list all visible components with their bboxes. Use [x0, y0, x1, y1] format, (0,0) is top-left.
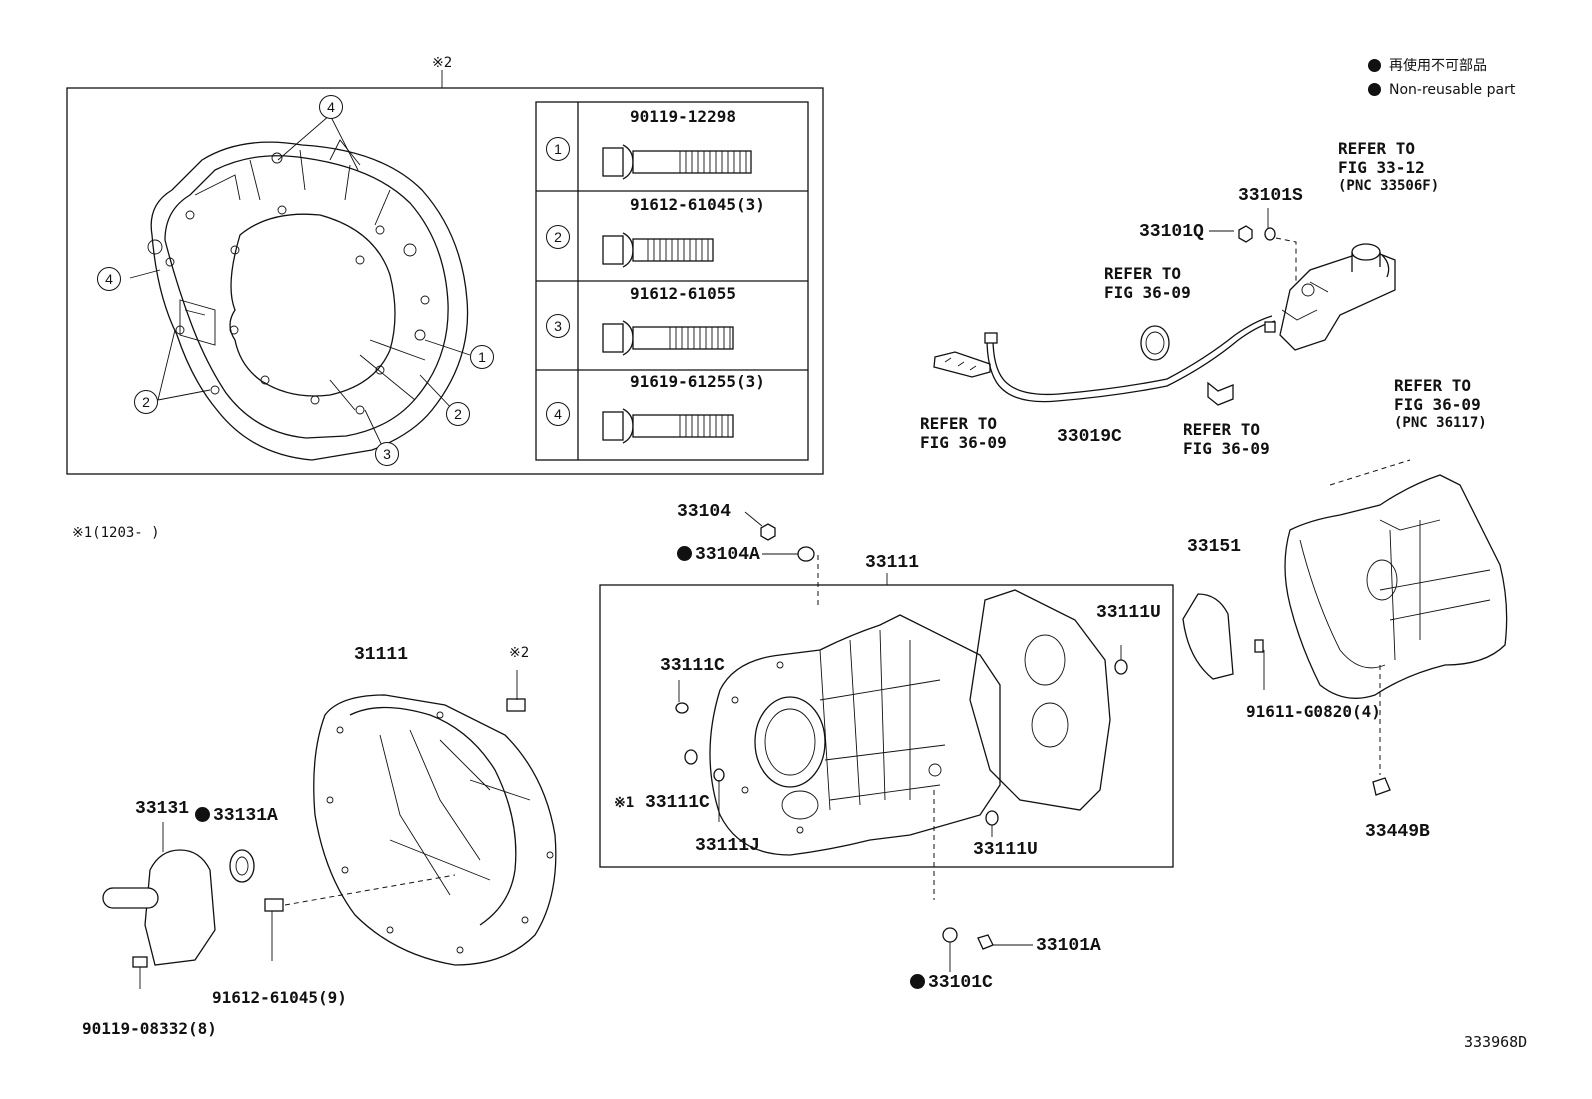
bolt-icon-1	[602, 144, 752, 180]
bolt-index-3: 3	[546, 314, 570, 338]
small-parts-drawing	[1209, 208, 1297, 282]
bearing-retainer-drawing	[102, 822, 255, 989]
part-33104A-text: 33104A	[695, 545, 760, 565]
non-reusable-dot-icon	[195, 807, 210, 822]
part-33101C-text: 33101C	[928, 973, 993, 993]
non-reusable-dot-icon	[910, 974, 925, 989]
part-33151: 33151	[1187, 537, 1242, 557]
part-33101A: 33101A	[1036, 936, 1101, 956]
refer-line: REFER TO	[1394, 376, 1472, 395]
housing-callout: 4	[319, 95, 343, 119]
part-90119-08332: 90119-08332(8)	[82, 1019, 217, 1038]
legend-en: Non-reusable part	[1368, 81, 1515, 99]
non-reusable-dot-icon	[1368, 59, 1381, 72]
figure-id: 333968D	[1464, 1033, 1528, 1051]
refer-line: FIG 36-09	[1104, 283, 1191, 302]
housing-callout: 1	[470, 345, 494, 369]
bolt-index-2: 2	[546, 225, 570, 249]
refer-note-pipe-clamp: REFER TO FIG 36-09	[1104, 264, 1191, 302]
part-33131A-text: 33131A	[213, 806, 278, 826]
bolt-index-1: 1	[546, 137, 570, 161]
part-33131A: 33131A	[195, 806, 278, 826]
clutch-pipe-drawing	[984, 315, 1276, 403]
refer-line: (PNC 36117)	[1394, 415, 1487, 431]
bolt-part-1: 90119-12298	[630, 107, 736, 126]
legend-jp-text: 再使用不可部品	[1389, 58, 1487, 74]
part-33101S: 33101S	[1238, 186, 1303, 206]
non-reusable-dot-icon	[1368, 83, 1381, 96]
refer-line: FIG 36-09	[1183, 439, 1270, 458]
part-33104: 33104	[677, 502, 732, 522]
refer-line: (PNC 33506F)	[1338, 178, 1440, 194]
part-33111C-bottom: ※1 33111C	[614, 793, 710, 813]
part-33101C: 33101C	[910, 973, 993, 993]
refer-note-36117: REFER TO FIG 36-09 (PNC 36117)	[1394, 376, 1487, 433]
bolt-part-3: 91612-61055	[630, 284, 736, 303]
part-91612-61045: 91612-61045(9)	[212, 988, 347, 1007]
bolt-part-4: 91619-61255(3)	[630, 372, 765, 391]
part-33111J: 33111J	[695, 836, 760, 856]
refer-line: FIG 36-09	[1394, 395, 1481, 414]
part-33111C-top: 33111C	[660, 656, 725, 676]
housing-face-drawing	[129, 114, 471, 461]
part-33131: 33131	[135, 799, 190, 819]
bolt-mark-note-2: ※2	[509, 645, 530, 661]
extension-housing-drawing	[1182, 459, 1508, 796]
bolt-icon-4	[602, 408, 734, 444]
refer-line: REFER TO	[1104, 264, 1182, 283]
mark-note-1: ※1	[614, 795, 635, 811]
housing-callout: 4	[97, 267, 121, 291]
bolt-icon-3	[602, 320, 734, 356]
bolt-icon-2	[602, 232, 714, 268]
drain-plug-drawing	[942, 927, 1033, 972]
pipe-clip-drawing	[933, 325, 1234, 406]
refer-line: REFER TO	[920, 414, 998, 433]
bolt-index-4: 4	[546, 402, 570, 426]
refer-note-clip-left: REFER TO FIG 36-09	[920, 414, 1007, 452]
release-cylinder-drawing	[1279, 243, 1396, 351]
part-33111: 33111	[865, 553, 920, 573]
transmission-case-drawing	[675, 511, 1128, 900]
part-33104A: 33104A	[677, 545, 760, 565]
inset-note: ※2	[432, 55, 453, 71]
refer-note-clip-right: REFER TO FIG 36-09	[1183, 420, 1270, 458]
part-91611-G0820: 91611-G0820(4)	[1246, 702, 1381, 721]
inset-frame	[66, 87, 824, 475]
part-31111: 31111	[354, 645, 409, 665]
refer-line: REFER TO	[1338, 139, 1416, 158]
part-33111C-bottom-text: 33111C	[644, 793, 710, 813]
housing-callout: 2	[446, 402, 470, 426]
legend-jp: 再使用不可部品	[1368, 57, 1487, 75]
housing-callout: 2	[134, 390, 158, 414]
part-33449B: 33449B	[1365, 822, 1430, 842]
part-33019C: 33019C	[1057, 427, 1122, 447]
refer-note-33506F: REFER TO FIG 33-12 (PNC 33506F)	[1338, 139, 1439, 196]
part-33111U-top: 33111U	[1096, 603, 1161, 623]
bell-housing-drawing	[264, 670, 557, 966]
part-33111U-bottom: 33111U	[973, 840, 1038, 860]
bolt-part-2: 91612-61045(3)	[630, 195, 765, 214]
refer-line: REFER TO	[1183, 420, 1261, 439]
housing-callout: 3	[375, 442, 399, 466]
refer-line: FIG 33-12	[1338, 158, 1425, 177]
non-reusable-dot-icon	[677, 546, 692, 561]
refer-line: FIG 36-09	[920, 433, 1007, 452]
legend-en-text: Non-reusable part	[1389, 82, 1516, 98]
part-33101Q: 33101Q	[1139, 222, 1204, 242]
case-group-frame	[599, 584, 1174, 868]
range-note: ※1(1203- )	[72, 525, 160, 541]
